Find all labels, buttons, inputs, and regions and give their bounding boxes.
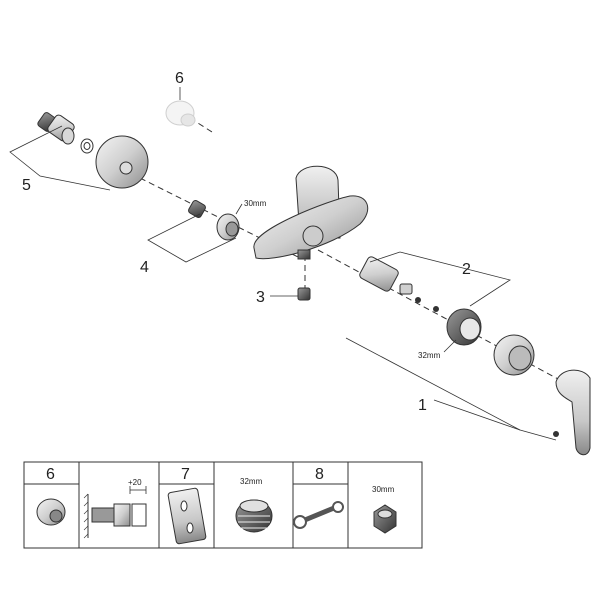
dim-32mm-main: 32mm [418, 351, 441, 360]
leader-4 [147, 213, 237, 263]
assembly-axis-lines [139, 117, 561, 381]
legend-dim-32mm: 32mm [240, 477, 263, 486]
callout-2: 2 [462, 261, 471, 278]
legend-cap-icon [36, 498, 66, 526]
leader-1b [433, 399, 521, 431]
leader-2b [369, 251, 401, 263]
legend-wrench-icon [293, 501, 344, 529]
callout-1: 1 [418, 397, 427, 414]
callout-6: 6 [175, 70, 184, 87]
callout-4: 4 [140, 259, 149, 276]
leader-5 [9, 125, 111, 191]
dim-leader-30mm [235, 203, 243, 215]
part-4-nipple [188, 200, 206, 218]
legend-dim-plus20: +20 [128, 478, 142, 487]
part-5-escutcheon [95, 135, 149, 189]
legend-threaded-nut-icon [235, 499, 273, 533]
legend-cell-number: 8 [315, 466, 324, 483]
leader-2 [399, 251, 511, 307]
mixer-body [253, 165, 369, 260]
callout-5: 5 [22, 177, 31, 194]
part-5-washer [80, 138, 94, 154]
part-1-lever-handle [553, 369, 591, 456]
part-4-nut [216, 213, 240, 241]
legend-table [23, 461, 423, 549]
part-1-cover [493, 334, 535, 376]
dim-30mm-top: 30mm [244, 199, 267, 208]
part-2-cartridge [359, 256, 439, 312]
legend-hex-nut-icon [373, 504, 397, 534]
legend-dim-30mm: 30mm [372, 485, 395, 494]
part-5-eccentric-connector [37, 112, 75, 145]
part-6-cap-ghost [165, 100, 196, 127]
part-3-outlet-nipple [297, 287, 311, 301]
callout-3: 3 [256, 289, 265, 306]
part-2-threaded-nut [446, 308, 482, 346]
legend-spindle-extension-icon [167, 487, 207, 545]
dim-leader-32mm [443, 339, 457, 353]
legend-cell-number: 6 [46, 466, 55, 483]
legend-extension-drawing [83, 486, 147, 539]
legend-cell-number: 7 [181, 466, 190, 483]
